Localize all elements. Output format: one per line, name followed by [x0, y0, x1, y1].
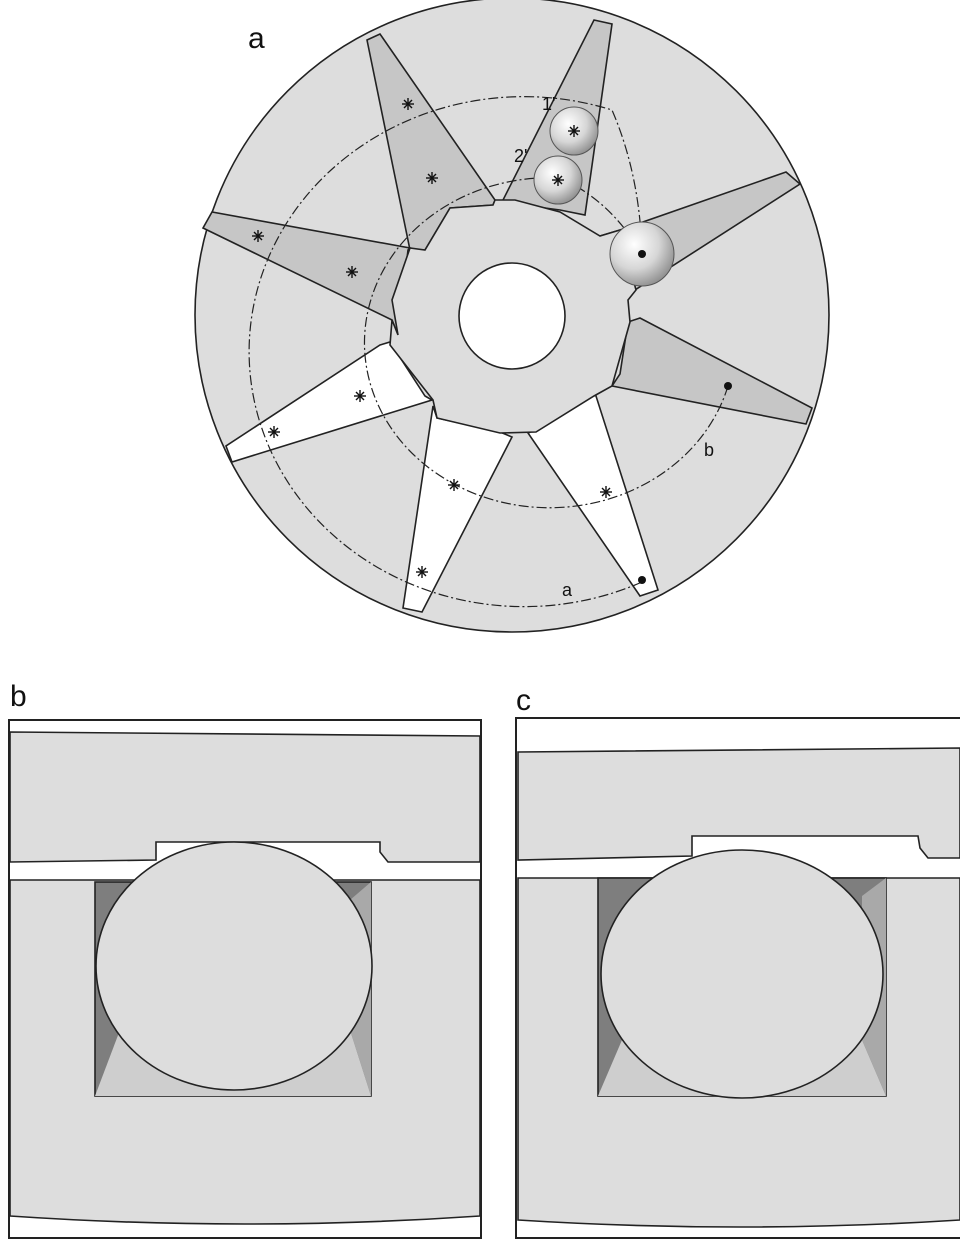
ball-1-marker — [568, 125, 580, 137]
panel-a: a — [194, 0, 830, 633]
path-b-endpoint — [724, 382, 732, 390]
path-a-label: a — [562, 580, 573, 600]
path-b-label: b — [704, 440, 714, 460]
marker — [448, 479, 460, 491]
slot-right-lower — [610, 317, 813, 425]
panel-b-label: b — [10, 680, 27, 713]
marker — [402, 98, 414, 110]
panel-b: b — [8, 680, 482, 1239]
center-bore — [458, 262, 566, 370]
ball-1-label: 1' — [542, 94, 555, 114]
marker — [268, 426, 280, 438]
panel-c-label: c — [516, 684, 531, 717]
marker — [426, 172, 438, 184]
marker — [354, 390, 366, 402]
panel-b-upper-ring — [9, 731, 481, 863]
path-outer — [248, 96, 643, 608]
ball-2-label: 2' — [514, 146, 527, 166]
path-markers — [252, 98, 612, 578]
marker — [416, 566, 428, 578]
panel-c: c — [515, 684, 960, 1239]
panel-a-label: a — [248, 22, 265, 55]
marker — [600, 486, 612, 498]
marker — [346, 266, 358, 278]
panel-b-ball — [95, 841, 373, 1091]
ball-large-center — [638, 250, 646, 258]
panel-c-upper-ring — [517, 747, 960, 861]
path-a-endpoint — [638, 576, 646, 584]
marker — [252, 230, 264, 242]
panel-c-ball — [600, 849, 884, 1099]
ball-2-marker — [552, 174, 564, 186]
